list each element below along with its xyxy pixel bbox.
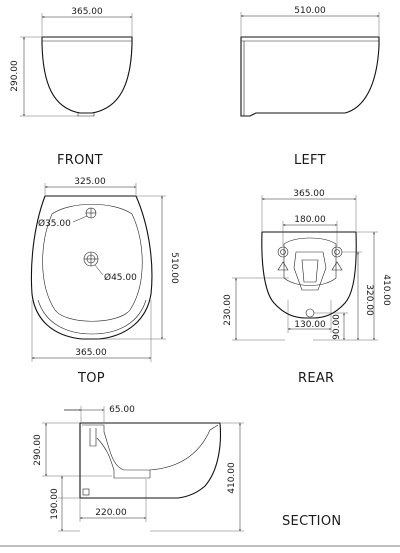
left-label: LEFT <box>294 153 326 168</box>
rear-height-total-dim: 410.00 <box>381 274 391 306</box>
top-depth-dim: 510.00 <box>169 252 179 284</box>
section-view: 65.00 290.00 190.00 220.00 410.00 SECTIO… <box>33 405 341 532</box>
front-outline <box>41 36 133 114</box>
section-height-190-dim: 190.00 <box>50 488 60 520</box>
hole-large-dim: Ø45.00 <box>104 272 137 283</box>
top-outline <box>30 195 153 340</box>
section-inlet-width-dim: 65.00 <box>109 405 135 415</box>
top-bowl <box>42 203 143 322</box>
section-depth-220-dim: 220.00 <box>95 508 127 518</box>
top-label: TOP <box>77 371 105 386</box>
hole-small-dim: Ø35.00 <box>38 218 71 229</box>
section-label: SECTION <box>282 514 341 529</box>
left-outline <box>240 36 380 117</box>
section-bowl <box>82 424 219 471</box>
top-bottom-width-dim: 365.00 <box>75 348 107 358</box>
rear-width-dim: 365.00 <box>293 189 325 199</box>
rear-outlet <box>305 308 315 318</box>
section-outline <box>79 422 221 499</box>
rear-bolt-height-dim: 320.00 <box>364 284 374 316</box>
rear-bracket <box>293 251 327 291</box>
rear-inlet-height-dim: 230.00 <box>223 294 233 326</box>
rear-bolt-right <box>331 246 343 258</box>
rear-view: 365.00 180.00 410.00 320.00 90.00 230.00… <box>223 189 391 386</box>
left-depth-dim: 510.00 <box>294 6 326 16</box>
rear-outline <box>261 231 357 319</box>
section-height-290-dim: 290.00 <box>33 434 43 466</box>
rear-bolt-spacing-dim: 180.00 <box>294 215 326 225</box>
front-width-dim: 365.00 <box>71 7 103 17</box>
left-view: 510.00 LEFT <box>240 6 380 168</box>
rear-label: REAR <box>298 371 334 386</box>
rear-bolt-left <box>277 246 289 258</box>
front-height-dim: 290.00 <box>10 60 20 92</box>
rear-inlet-offset-dim: 130.00 <box>294 320 326 330</box>
top-width-dim: 325.00 <box>74 177 106 187</box>
top-view: 325.00 Ø35.00 Ø45.00 510.00 365.00 TOP <box>30 177 179 386</box>
section-height-410-dim: 410.00 <box>227 462 237 494</box>
rear-outlet-height-dim: 90.00 <box>332 314 342 340</box>
front-view: 365.00 290.00 FRONT <box>10 7 133 168</box>
front-label: FRONT <box>57 153 103 168</box>
